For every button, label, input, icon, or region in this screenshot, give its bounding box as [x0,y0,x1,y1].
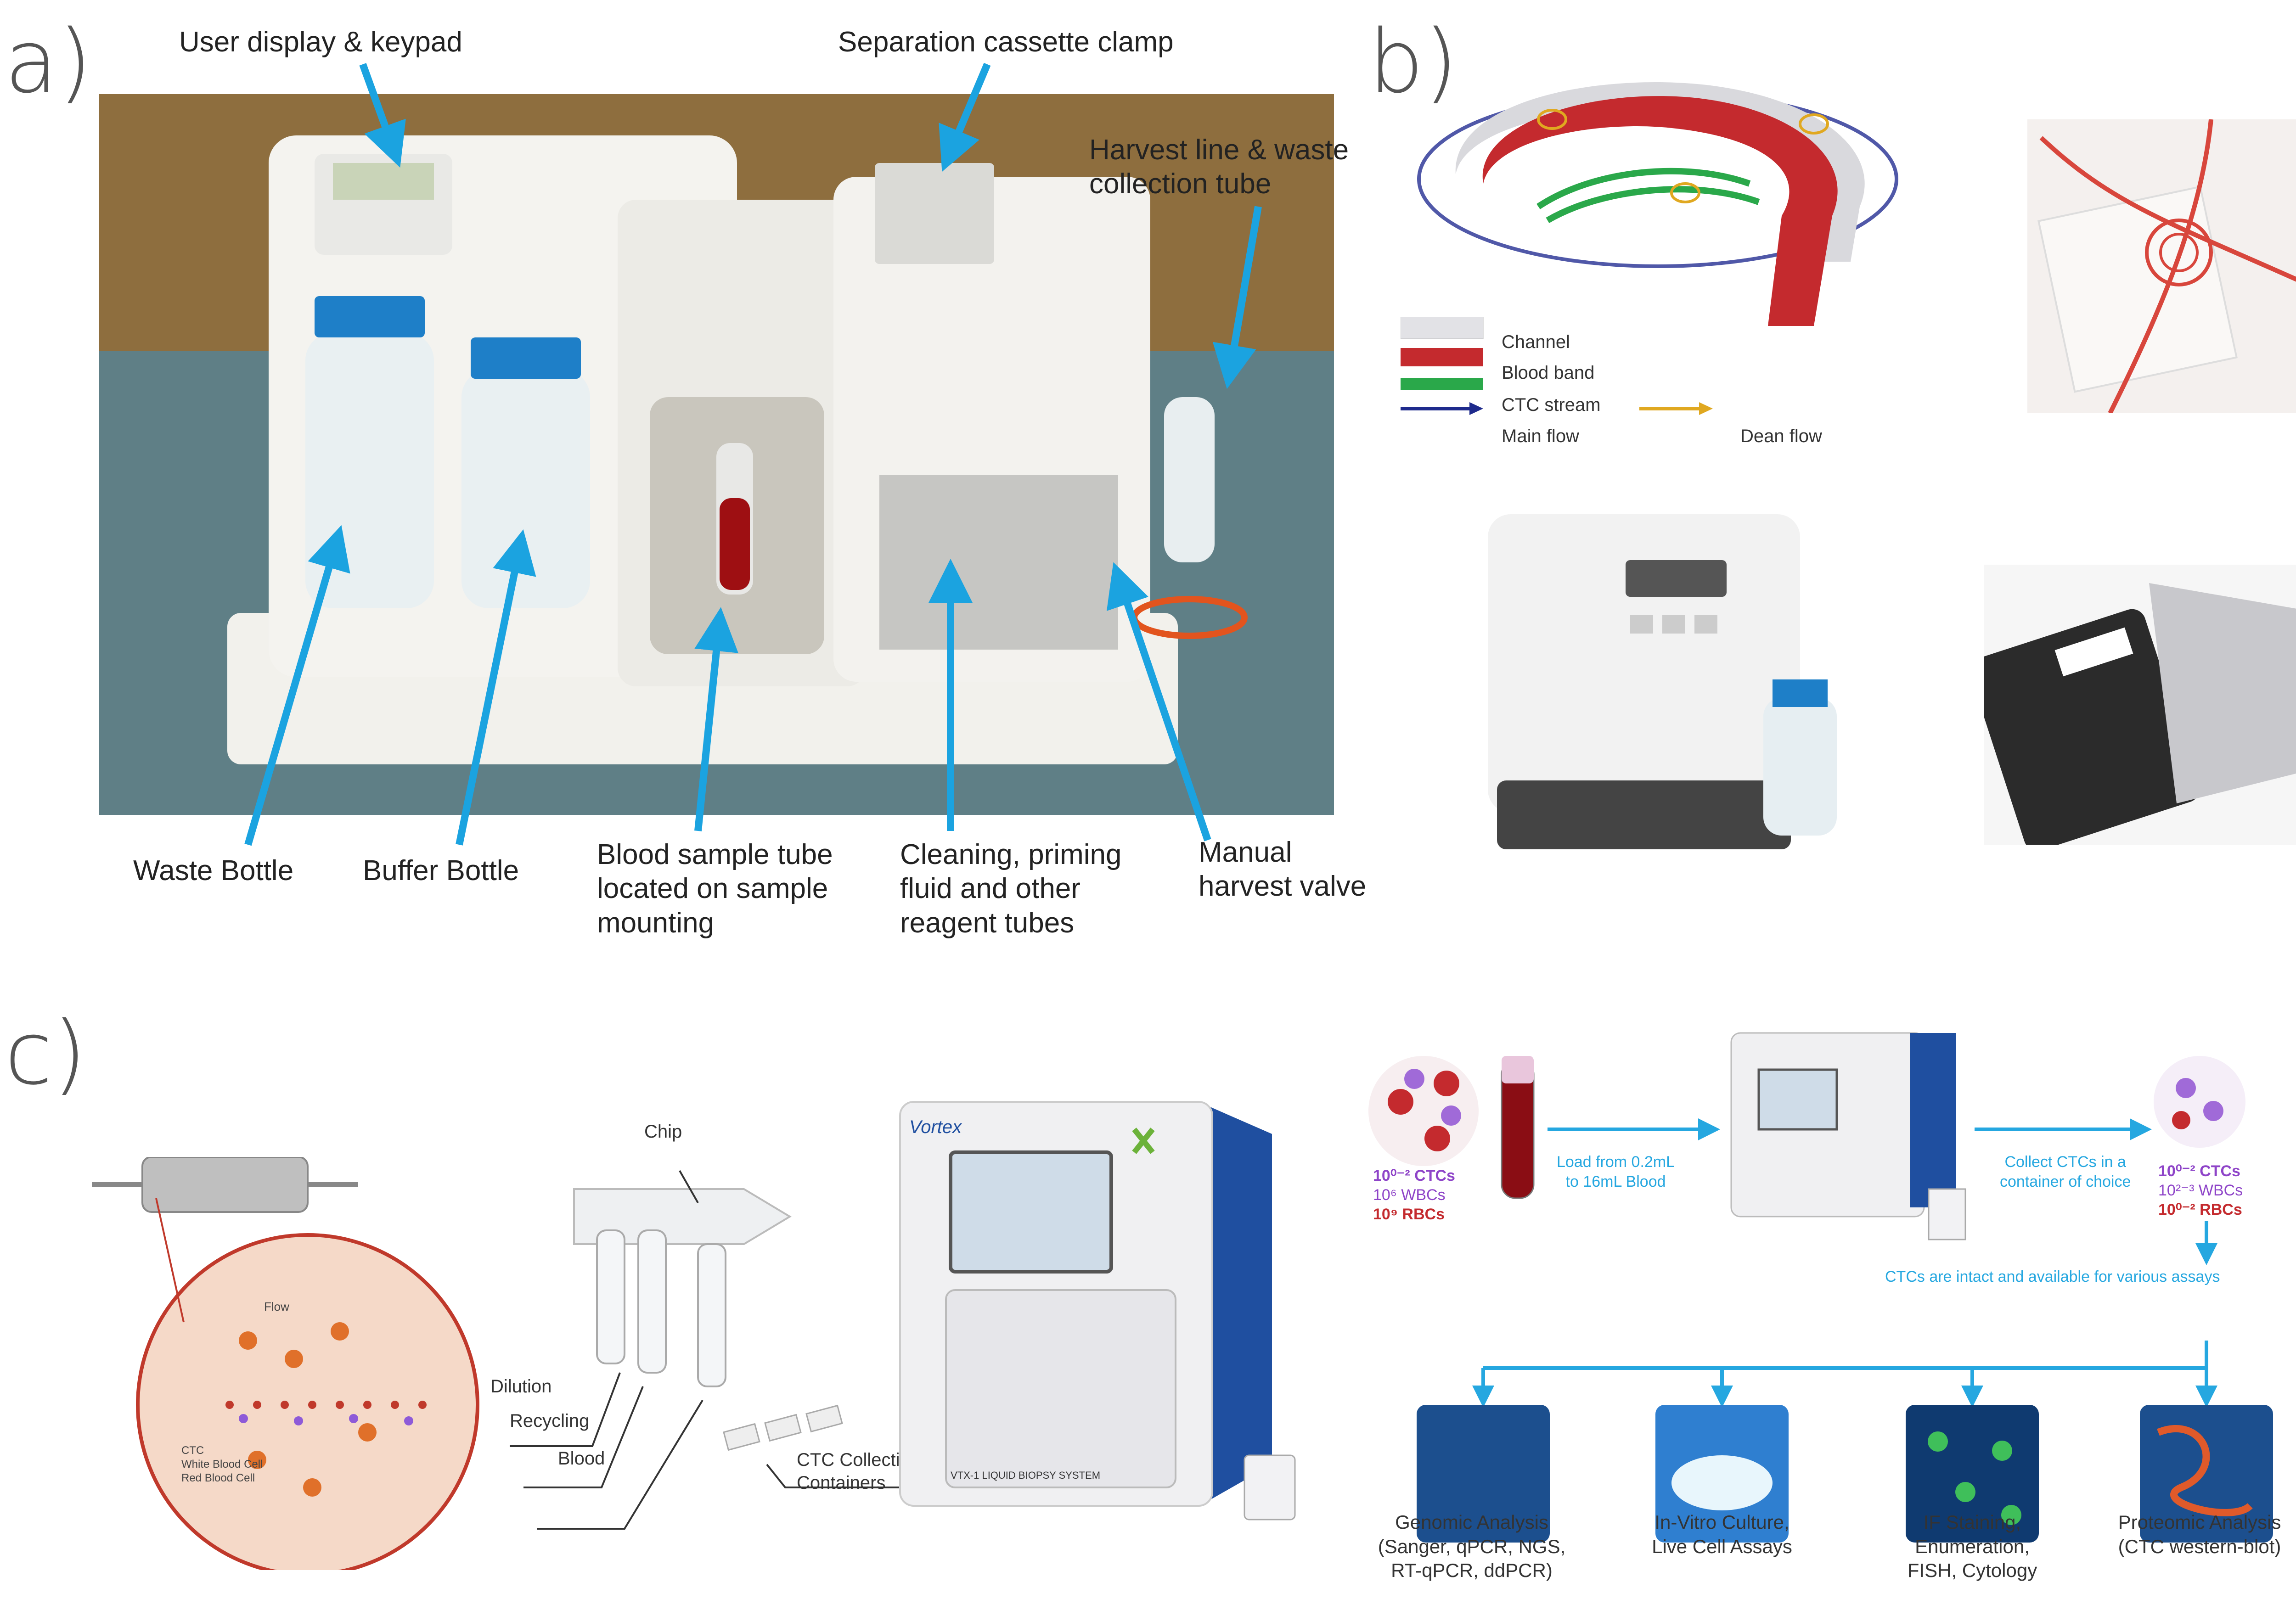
clearcell-instrument-photo [1469,505,1929,863]
label-cleaning: Cleaning, priming fluid and other reagen… [900,839,1122,939]
panel-c: c) Flow CTC White Blood Cell Red Blood C… [0,964,2296,1599]
chip-label-chip: Chip [644,1122,682,1142]
legend-label-ctc-stream: CTC stream [1502,395,1601,415]
panel-c-label: c) [5,1003,87,1104]
instrument-photo [99,94,1334,815]
chip-legend-wbc: White Blood Cell [181,1458,263,1470]
label-blood-sample: Blood sample tube located on sample moun… [597,839,833,939]
legend-label-channel: Channel [1502,332,1570,352]
label-user-display: User display & keypad [179,26,462,58]
label-buffer-bottle: Buffer Bottle [363,855,519,886]
legend-label-dean-flow: Dean flow [1740,426,1822,446]
panel-a: a) [0,0,1378,964]
input-count-rbcs: 10⁹ RBCs [1373,1206,1445,1223]
chip-label-blood: Blood [558,1448,605,1469]
arrow-blood-sample [694,607,738,831]
arrow-harvest-line [1212,206,1262,389]
legend-label-blood-band: Blood band [1502,363,1595,383]
panel-b-label: b) [1368,11,1458,112]
input-count-wbcs: 10⁶ WBCs [1373,1186,1446,1204]
legend-label-main-flow: Main flow [1502,426,1579,446]
legend-swatch-blood-band [1401,348,1483,366]
vtx1-instrument: Vortex VTX-1 LIQUID BIOPSY SYSTEM [895,1088,1309,1547]
legend-swatch-ctc-stream [1401,378,1483,390]
chip-legend-rbc: Red Blood Cell [181,1472,255,1484]
label-cassette-clamp: Separation cassette clamp [838,26,1174,58]
spiral-chip-photo [2027,119,2296,413]
arrow-cassette-clamp [939,62,991,172]
output-count-rbcs: 10⁰⁻² RBCs [2158,1201,2242,1218]
arrow-buffer-bottle [456,529,536,846]
workflow-diagram [1368,1032,2273,1543]
panel-b-legend-swatches [1401,317,1713,415]
ctc-containers-illustration [723,1404,937,1488]
vortex-chip-illustration [92,1157,479,1570]
collect-text: Collect CTCs in a container of choice [2000,1153,2131,1190]
vtx1-brand: Vortex [909,1117,962,1137]
vtx1-model: VTX-1 LIQUID BIOPSY SYSTEM [951,1470,1101,1481]
chip-legend-ctc: CTC [181,1444,204,1457]
chip-label-recycling: Recycling [510,1411,590,1431]
panel-a-arrows [244,62,1262,846]
intact-text: CTCs are intact and available for variou… [1885,1268,2220,1285]
spiral-channel-schematic [1417,82,1898,326]
separation-cassette-photo [1984,565,2296,845]
chip-legend-flow: Flow [264,1300,289,1313]
assay-label-staining: IF Staining, Enumeration, FISH, Cytology [1907,1511,2037,1581]
legend-swatch-channel [1401,317,1484,339]
label-harvest-line: Harvest line & waste collection tube [1089,134,1349,200]
arrow-manual-valve [1106,562,1211,842]
assay-label-proteomic: Proteomic Analysis (CTC western-blot) [2118,1511,2281,1557]
arrow-user-display [359,63,406,168]
arrow-waste-bottle [244,525,350,846]
output-count-ctcs: 10⁰⁻² CTCs [2158,1162,2240,1180]
input-count-ctcs: 10⁰⁻² CTCs [1373,1167,1455,1184]
panel-a-label: a) [5,11,92,112]
output-count-wbcs: 10²⁻³ WBCs [2158,1182,2243,1199]
assay-label-genomic: Genomic Analysis (Sanger, qPCR, NGS, RT-… [1378,1511,1566,1581]
assay-label-culture: In-Vitro Culture, Live Cell Assays [1652,1511,1792,1557]
label-waste-bottle: Waste Bottle [133,855,294,886]
label-manual-valve: Manual harvest valve [1199,836,1367,903]
load-text: Load from 0.2mL to 16mL Blood [1557,1153,1675,1190]
chip-label-dilution: Dilution [490,1376,552,1397]
chip-tubes-illustration [510,1170,792,1530]
instrument-photo-drawing [99,94,1334,815]
assay-icon-genomic [1417,1405,1550,1543]
panel-b: b) Channel Blood band CTC stream Main fl… [1332,0,2296,918]
